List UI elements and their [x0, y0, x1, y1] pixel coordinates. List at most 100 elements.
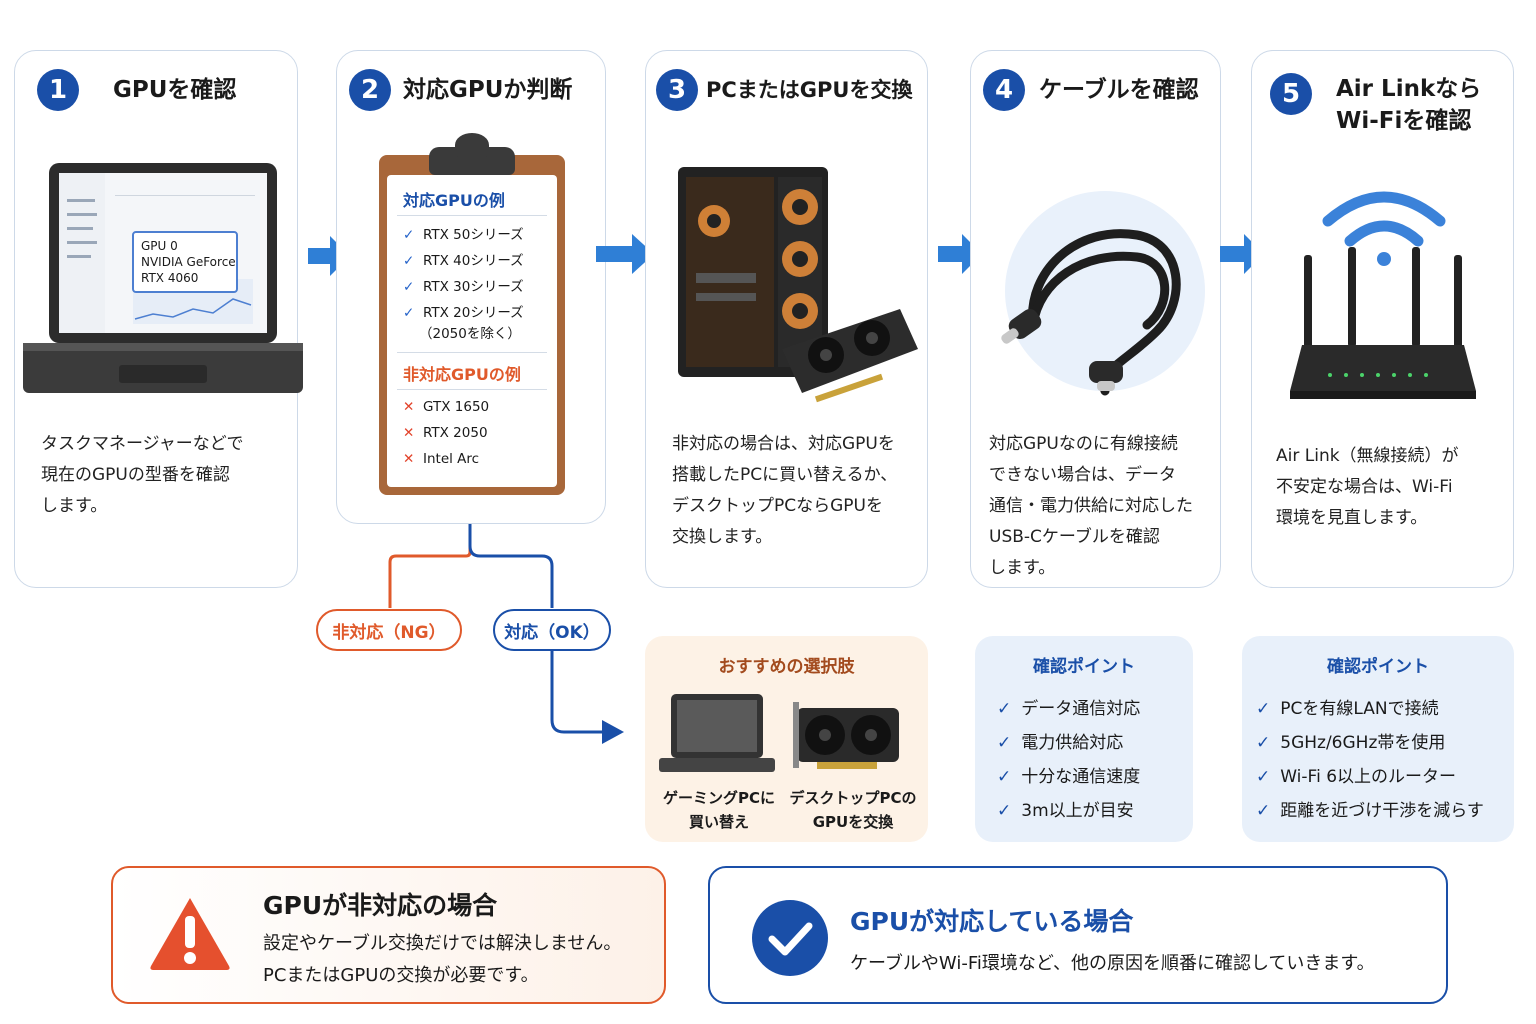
graphics-card-icon — [793, 702, 899, 769]
unsupported-item: ✕Intel Arc — [403, 451, 480, 467]
cable-check-title: 確認ポイント — [1033, 657, 1135, 677]
step-header: 2 対応GPUか判断 — [349, 69, 572, 111]
ng-summary-title: GPUが非対応の場合 — [263, 891, 498, 920]
supported-note: （2050を除く） — [419, 326, 521, 342]
step-body: 対応GPUなのに有線接続 できない場合は、データ 通信・電力供給に対応した US… — [989, 429, 1206, 584]
check-icon: ✓ — [1256, 733, 1271, 753]
laptop-icon — [23, 163, 303, 393]
ok-summary-text: ケーブルやWi-Fi環境など、他の原因を順番に確認していきます。 — [850, 953, 1375, 974]
recommend-title: おすすめの選択肢 — [718, 657, 855, 677]
step-header: 4 ケーブルを確認 — [983, 69, 1199, 111]
arrow-right-icon — [596, 234, 654, 274]
step-body: タスクマネージャーなどで 現在のGPUの型番を確認 します。 — [41, 429, 283, 522]
ok-branch-label: 対応（OK） — [493, 609, 611, 651]
step-card-4: 4 ケーブルを確認 対応GPUなのに有線接続 できない場合は、データ 通信・電力… — [970, 50, 1221, 588]
step-card-5: 5 Air Linkなら Wi-Fiを確認 Air Link（無線接続）が 不安… — [1251, 50, 1514, 588]
step-card-1: 1 GPUを確認 GPU 0 NVIDIA GeForce RTX 4060 タ… — [14, 50, 303, 588]
supported-list: ✓RTX 50シリーズ ✓RTX 40シリーズ ✓RTX 30シリーズ ✓RTX… — [397, 222, 547, 342]
wifi-check-list: ✓PCを有線LANで接続 ✓5GHz/6GHz帯を使用 ✓Wi-Fi 6以上のル… — [1256, 692, 1484, 828]
body-line: デスクトップPCならGPUを — [672, 496, 883, 516]
body-line: Air Link（無線接続）が — [1276, 446, 1459, 466]
step-title: 対応GPUか判断 — [403, 77, 573, 103]
recommend-panel: おすすめの選択肢 ゲーミングPCに 買い替え デスクトップPCの GPUを交換 — [645, 636, 928, 842]
step-title: GPUを確認 — [113, 77, 237, 103]
recommend-option-1: ゲーミングPCに 買い替え — [662, 789, 775, 831]
step-header: 1 GPUを確認 — [37, 69, 236, 111]
body-line: 現在のGPUの型番を確認 — [41, 465, 230, 485]
body-line: します。 — [41, 496, 108, 516]
wifi-check-panel: 確認ポイント ✓PCを有線LANで接続 ✓5GHz/6GHz帯を使用 ✓Wi-F… — [1242, 636, 1514, 842]
supported-item: ✓RTX 40シリーズ — [403, 253, 524, 269]
branch-connector — [388, 524, 624, 744]
usb-c-cable-icon — [1001, 191, 1205, 396]
check-item: ✓3m以上が目安 — [997, 801, 1134, 821]
body-line: できない場合は、データ — [989, 465, 1176, 485]
body-line: タスクマネージャーなどで — [41, 434, 244, 454]
check-icon: ✓ — [1256, 699, 1271, 719]
desktop-pc-icon — [678, 167, 918, 403]
unsupported-item: ✕RTX 2050 — [403, 425, 488, 441]
check-icon: ✓ — [997, 801, 1012, 821]
laptop-icon — [659, 694, 775, 772]
cable-check-list: ✓データ通信対応 ✓電力供給対応 ✓十分な通信速度 ✓3m以上が目安 — [997, 692, 1140, 828]
step-body: Air Link（無線接続）が 不安定な場合は、Wi-Fi 環境を見直します。 — [1276, 441, 1499, 534]
check-icon: ✓ — [997, 767, 1012, 787]
ok-summary-box: GPUが対応している場合 ケーブルやWi-Fi環境など、他の原因を順番に確認して… — [708, 866, 1448, 1004]
body-line: USB-Cケーブルを確認 — [989, 527, 1160, 547]
unsupported-item: ✕GTX 1650 — [403, 399, 490, 415]
gpu-info-line: RTX 4060 — [141, 271, 199, 285]
check-icon: ✓ — [997, 699, 1012, 719]
gpu-info-line: GPU 0 — [141, 239, 178, 253]
step-number: 2 — [349, 69, 391, 111]
check-icon: ✓ — [997, 733, 1012, 753]
gpu-info-line: NVIDIA GeForce — [141, 255, 236, 269]
check-item: ✓電力供給対応 — [997, 733, 1124, 753]
cable-check-panel: 確認ポイント ✓データ通信対応 ✓電力供給対応 ✓十分な通信速度 ✓3m以上が目… — [975, 636, 1193, 842]
clipboard-paper: 対応GPUの例 ✓RTX 50シリーズ ✓RTX 40シリーズ ✓RTX 30シ… — [387, 175, 557, 487]
ng-summary-line: 設定やケーブル交換だけでは解決しません。 — [263, 933, 622, 954]
recommend-option-2: デスクトップPCの GPUを交換 — [789, 789, 917, 831]
ok-summary-title: GPUが対応している場合 — [850, 907, 1134, 936]
body-line: します。 — [989, 558, 1056, 578]
body-line: 環境を見直します。 — [1276, 508, 1428, 528]
check-item: ✓Wi-Fi 6以上のルーター — [1256, 767, 1457, 787]
warning-icon — [150, 898, 230, 970]
step-card-2: 2 対応GPUか判断 対応GPUの例 ✓RTX 50シリーズ ✓RTX 40シリ… — [336, 50, 606, 524]
step-title: Air Linkなら Wi-Fiを確認 — [1336, 73, 1506, 137]
check-item: ✓十分な通信速度 — [997, 767, 1141, 787]
step-number: 4 — [983, 69, 1025, 111]
ng-summary-box: GPUが非対応の場合 設定やケーブル交換だけでは解決しません。 PCまたはGPU… — [111, 866, 666, 1004]
supported-title: 対応GPUの例 — [397, 183, 547, 216]
step-number: 3 — [656, 69, 698, 111]
step-card-3: 3 PCまたはGPUを交換 非対応の場合は、対応GPUを 搭載したPCに買い替え… — [645, 50, 928, 588]
supported-item: ✓RTX 50シリーズ — [403, 227, 524, 243]
body-line: 交換します。 — [672, 527, 773, 547]
check-circle-icon — [752, 900, 828, 976]
check-item: ✓PCを有線LANで接続 — [1256, 699, 1439, 719]
step-header: 5 Air Linkなら Wi-Fiを確認 — [1270, 73, 1506, 137]
body-line: 搭載したPCに買い替えるか、 — [672, 465, 898, 485]
body-line: 通信・電力供給に対応した — [989, 496, 1193, 516]
body-line: 対応GPUなのに有線接続 — [989, 434, 1178, 454]
step-number: 5 — [1270, 73, 1312, 115]
check-icon: ✓ — [1256, 801, 1271, 821]
ng-summary-text: 設定やケーブル交換だけでは解決しません。 PCまたはGPUの交換が必要です。 — [263, 928, 621, 992]
check-item: ✓5GHz/6GHz帯を使用 — [1256, 733, 1446, 753]
step-title: ケーブルを確認 — [1039, 77, 1199, 103]
step-title: PCまたはGPUを交換 — [706, 78, 913, 102]
wifi-check-title: 確認ポイント — [1327, 657, 1429, 677]
check-icon: ✓ — [1256, 767, 1271, 787]
supported-item: ✓RTX 30シリーズ — [403, 279, 524, 295]
step-body: 非対応の場合は、対応GPUを 搭載したPCに買い替えるか、 デスクトップPCなら… — [672, 429, 913, 553]
gpu-info-box: GPU 0 NVIDIA GeForce RTX 4060 — [132, 231, 238, 293]
step-title-line: Wi-Fiを確認 — [1336, 108, 1472, 134]
check-item: ✓データ通信対応 — [997, 699, 1141, 719]
unsupported-list: ✕GTX 1650 ✕RTX 2050 ✕Intel Arc — [397, 394, 547, 472]
step-header: 3 PCまたはGPUを交換 — [656, 69, 912, 111]
body-line: 非対応の場合は、対応GPUを — [672, 434, 895, 454]
unsupported-title: 非対応GPUの例 — [397, 352, 547, 390]
step-number: 1 — [37, 69, 79, 111]
wifi-router-icon — [1290, 191, 1476, 399]
body-line: 不安定な場合は、Wi-Fi — [1276, 477, 1453, 497]
clipboard-clip-icon — [455, 133, 489, 157]
